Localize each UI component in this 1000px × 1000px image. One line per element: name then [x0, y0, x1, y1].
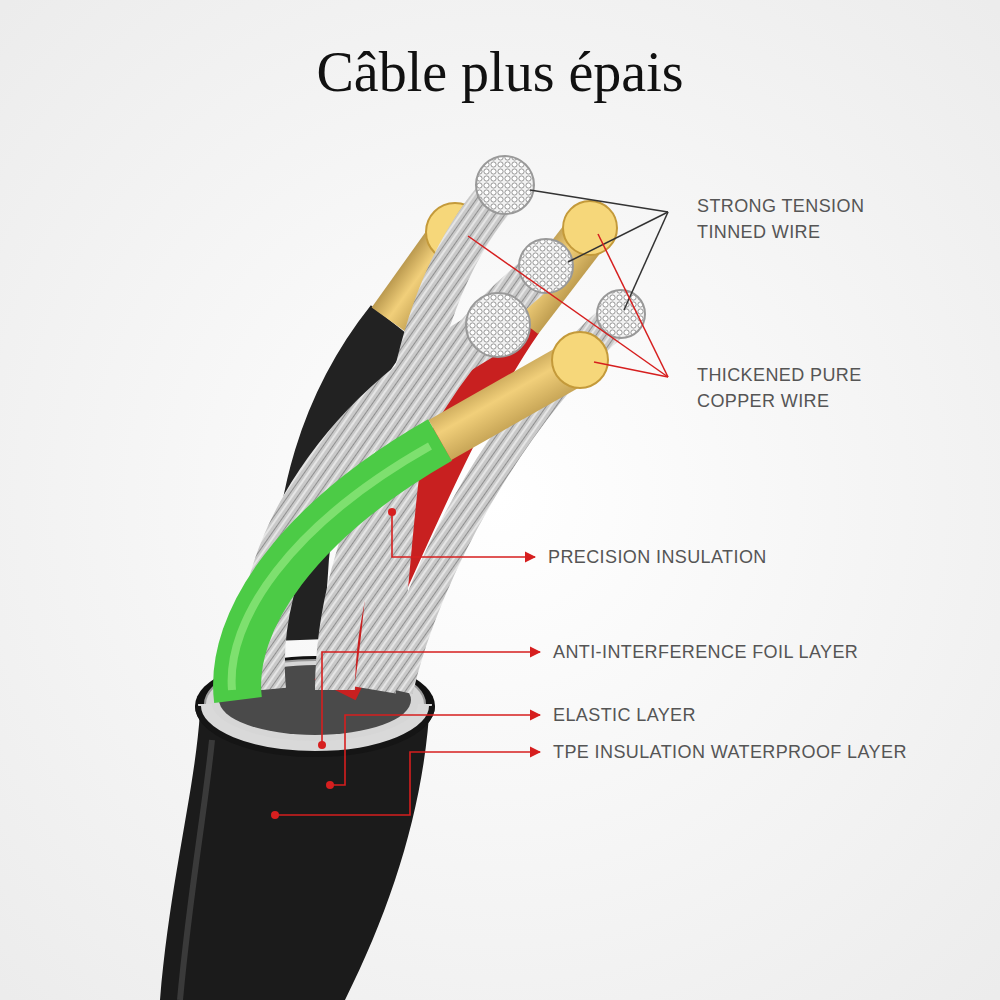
- callout-label: ANTI-INTERFERENCE FOIL LAYER: [553, 639, 858, 665]
- title: Câble plus épais: [0, 40, 1000, 104]
- callout-label: TPE INSULATION WATERPROOF LAYER: [553, 739, 907, 765]
- callout-label: THICKENED PURE COPPER WIRE: [697, 362, 907, 414]
- callout-label: ELASTIC LAYER: [553, 702, 696, 728]
- callout-label: STRONG TENSION TINNED WIRE: [697, 193, 907, 245]
- callout-label: PRECISION INSULATION: [548, 544, 767, 570]
